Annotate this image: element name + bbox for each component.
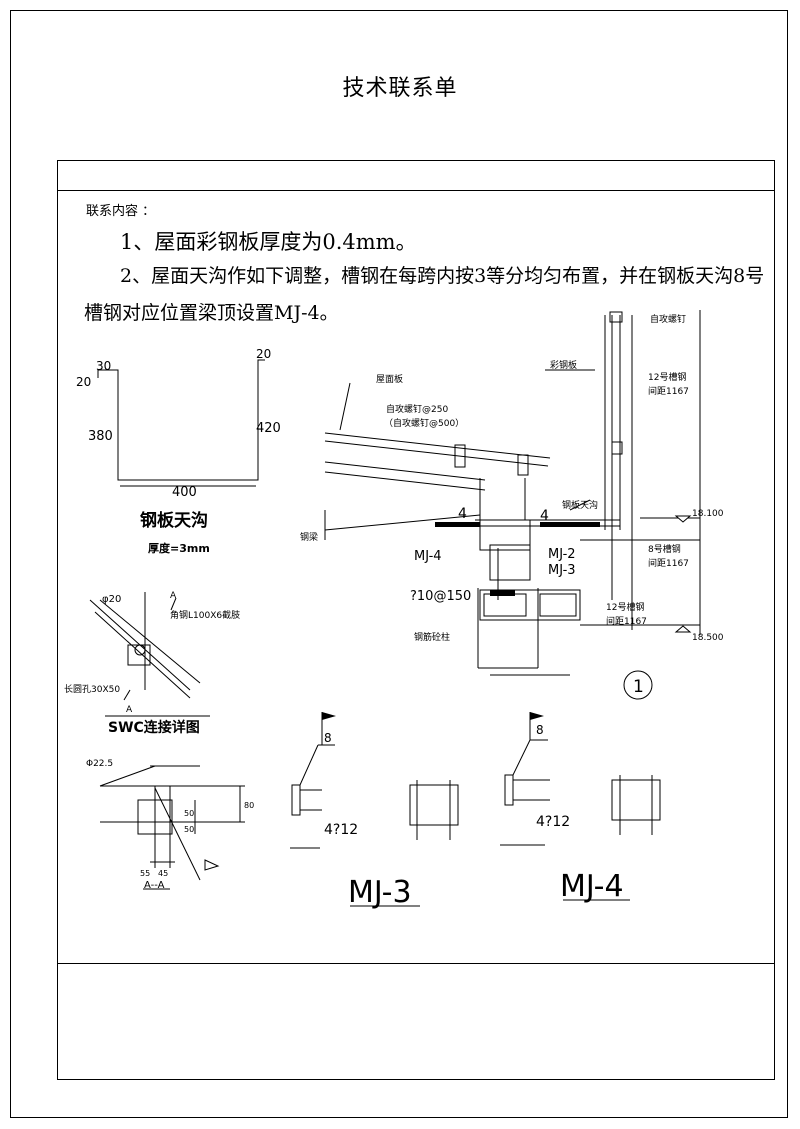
swc-slot: 长圆孔30X50 bbox=[64, 683, 120, 695]
main-beam: 钢梁 bbox=[300, 531, 318, 543]
main-elev2: 18.500 bbox=[692, 633, 724, 643]
mj-plate bbox=[490, 590, 515, 596]
gutter-profile bbox=[97, 359, 265, 487]
gutter-dim-20a: 20 bbox=[76, 375, 91, 389]
main-color-panel: 彩钢板 bbox=[550, 359, 577, 371]
mj3-detail bbox=[290, 712, 459, 907]
main-col: 钢筋砼柱 bbox=[414, 631, 450, 643]
mj4-flag-icon bbox=[530, 712, 544, 720]
main-self-tap: 自攻螺钉 bbox=[650, 313, 686, 325]
elev1-marker-icon bbox=[674, 515, 692, 523]
mj4-bolts: 4?12 bbox=[536, 814, 570, 830]
swc-phi: φ20 bbox=[102, 594, 121, 605]
swc-title: SWC连接详图 bbox=[108, 719, 200, 736]
section-aa bbox=[99, 765, 245, 890]
content-line-2: 2、屋面天沟作如下调整，槽钢在每跨内按3等分均匀布置，并在钢板天沟8号 bbox=[120, 265, 765, 287]
swc-sec-a-bottom: A bbox=[126, 705, 133, 715]
aa-name: A--A bbox=[144, 880, 165, 891]
swc-detail bbox=[89, 592, 210, 717]
mj3-weld: 8 bbox=[324, 731, 332, 745]
main-sp1167c: 间距1167 bbox=[606, 615, 647, 627]
main-gutter: 钢板天沟 bbox=[562, 499, 598, 511]
main-screw2: （自攻螺钉@500） bbox=[384, 417, 464, 429]
footer-divider bbox=[57, 963, 775, 964]
aa-dim-50b: 50 bbox=[184, 825, 194, 834]
main-sp1167b: 间距1167 bbox=[648, 557, 689, 569]
gutter-title: 钢板天沟 bbox=[140, 510, 208, 531]
main-n4b: 4 bbox=[540, 508, 549, 524]
gutter-dim-30: 30 bbox=[96, 359, 111, 373]
content-line-1: 1、屋面彩钢板厚度为0.4mm。 bbox=[120, 230, 417, 254]
aa-dim-55: 55 bbox=[140, 869, 150, 878]
main-circle-num: 1 bbox=[633, 677, 644, 697]
aa-phi: Φ22.5 bbox=[86, 759, 113, 769]
main-elev1: 18.100 bbox=[692, 509, 724, 519]
swc-angle: 角钢L100X6截肢 bbox=[170, 609, 240, 621]
gutter-plate-right bbox=[540, 522, 600, 527]
content-line-3: 槽钢对应位置梁顶设置MJ-4。 bbox=[84, 302, 339, 324]
gutter-dim-20b: 20 bbox=[256, 347, 271, 361]
main-ch12: 12号槽钢 bbox=[648, 371, 686, 383]
gutter-dim-420: 420 bbox=[256, 421, 281, 436]
page-title: 技术联系单 bbox=[342, 76, 458, 101]
gutter-dim-400: 400 bbox=[172, 485, 197, 500]
main-mj2: MJ-2 bbox=[548, 547, 576, 562]
mj3-name: MJ-3 bbox=[348, 875, 412, 910]
outer-frame bbox=[10, 10, 788, 1118]
main-detail bbox=[324, 310, 701, 700]
main-screw1: 自攻螺钉@250 bbox=[386, 403, 448, 415]
mj4-detail bbox=[500, 712, 661, 901]
main-ch8: 8号槽钢 bbox=[648, 543, 681, 555]
contact-label: 联系内容 ： bbox=[86, 204, 156, 219]
aa-dim-45: 45 bbox=[158, 869, 168, 878]
content-box bbox=[57, 160, 775, 1080]
main-ch12b: 12号槽钢 bbox=[606, 601, 644, 613]
gutter-thickness: 厚度=3mm bbox=[148, 541, 210, 555]
aa-dim-80: 80 bbox=[244, 801, 254, 810]
mj3-flag-icon bbox=[322, 712, 336, 720]
main-sp1167a: 间距1167 bbox=[648, 385, 689, 397]
elev2-marker-icon bbox=[674, 625, 692, 633]
gutter-plate-left bbox=[435, 522, 480, 527]
main-roof-panel: 屋面板 bbox=[376, 373, 403, 385]
main-rebar: ?10@150 bbox=[410, 589, 471, 604]
aa-flag-icon bbox=[204, 859, 220, 871]
main-mj4: MJ-4 bbox=[414, 549, 442, 564]
main-n4a: 4 bbox=[458, 506, 467, 522]
header-divider bbox=[57, 190, 775, 191]
aa-dim-50a: 50 bbox=[184, 809, 194, 818]
mj4-weld: 8 bbox=[536, 723, 544, 737]
mj3-bolts: 4?12 bbox=[324, 822, 358, 838]
main-mj3: MJ-3 bbox=[548, 563, 576, 578]
gutter-dim-380: 380 bbox=[88, 429, 113, 444]
swc-sec-a-top: A bbox=[170, 591, 177, 601]
mj4-name: MJ-4 bbox=[560, 869, 624, 904]
